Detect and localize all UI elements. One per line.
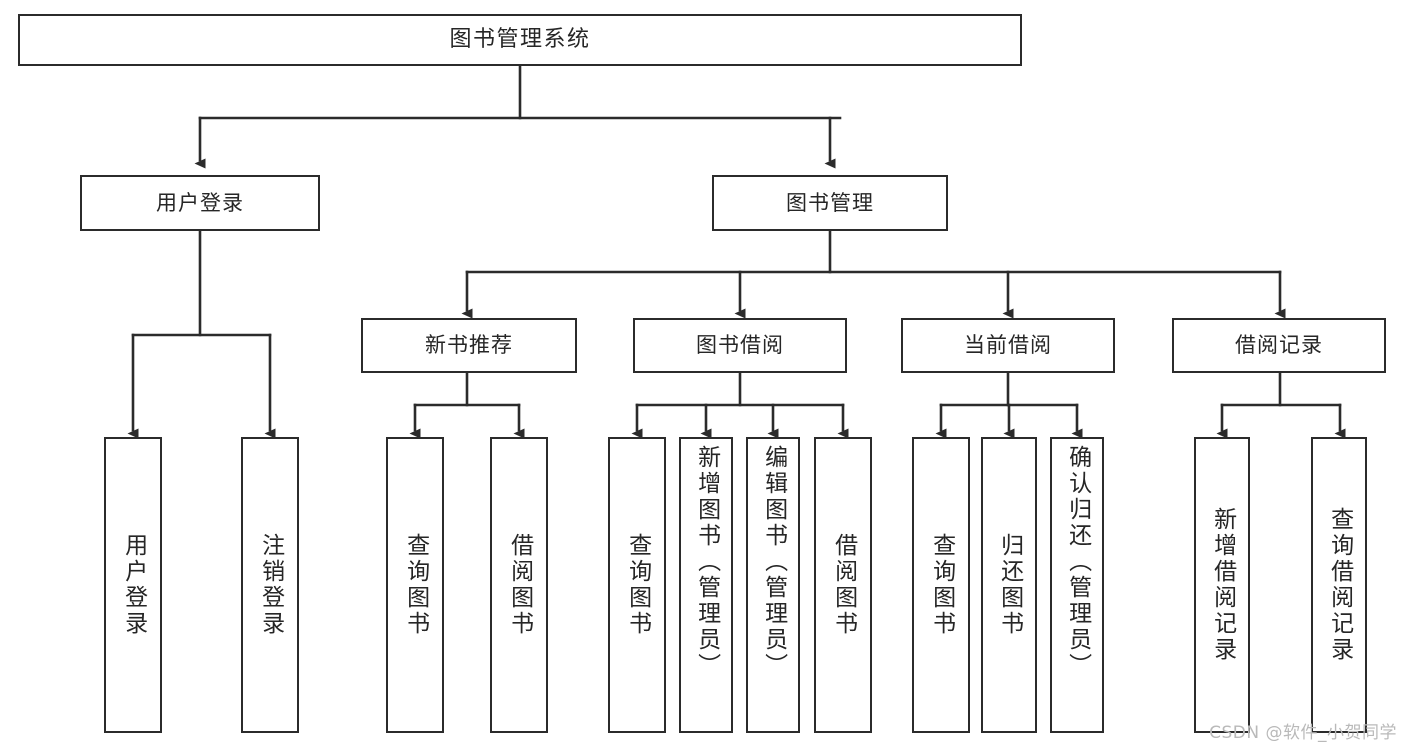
leaf-query-borrow-record[interactable]: 查询借阅记录	[1311, 437, 1367, 733]
leaf-query-book-current[interactable]: 查询图书	[912, 437, 970, 733]
leaf-edit-book-admin[interactable]: 编辑图书（管理员）	[746, 437, 800, 733]
node-label: 借阅图书	[830, 533, 857, 637]
leaf-logout[interactable]: 注销登录	[241, 437, 299, 733]
leaf-borrow-book[interactable]: 借阅图书	[814, 437, 872, 733]
node-label: 编辑图书（管理员）	[760, 445, 787, 679]
leaf-user-login[interactable]: 用户登录	[104, 437, 162, 733]
node-label: 借阅记录	[1235, 333, 1323, 357]
leaf-add-book-admin[interactable]: 新增图书（管理员）	[679, 437, 733, 733]
node-label: 确认归还（管理员）	[1064, 445, 1091, 679]
leaf-return-book[interactable]: 归还图书	[981, 437, 1037, 733]
node-book-borrow[interactable]: 图书借阅	[633, 318, 847, 373]
node-book-management[interactable]: 图书管理	[712, 175, 948, 231]
leaf-query-book-recommend[interactable]: 查询图书	[386, 437, 444, 733]
node-label: 图书借阅	[696, 333, 784, 357]
node-label: 归还图书	[996, 533, 1023, 637]
node-label: 新增图书（管理员）	[693, 445, 720, 679]
node-label: 查询图书	[928, 533, 955, 637]
node-label: 新增借阅记录	[1209, 507, 1236, 663]
node-label: 用户登录	[156, 190, 244, 215]
node-label: 图书管理系统	[449, 27, 591, 52]
node-label: 查询图书	[624, 533, 651, 637]
leaf-borrow-book-recommend[interactable]: 借阅图书	[490, 437, 548, 733]
node-new-book-recommend[interactable]: 新书推荐	[361, 318, 577, 373]
node-label: 查询借阅记录	[1326, 507, 1353, 663]
node-book-management-system[interactable]: 图书管理系统	[18, 14, 1022, 66]
leaf-confirm-return-admin[interactable]: 确认归还（管理员）	[1050, 437, 1104, 733]
node-label: 查询图书	[402, 533, 429, 637]
node-label: 注销登录	[257, 533, 284, 637]
node-label: 用户登录	[120, 533, 147, 637]
node-current-borrow[interactable]: 当前借阅	[901, 318, 1115, 373]
node-label: 当前借阅	[964, 333, 1052, 357]
node-label: 图书管理	[786, 190, 874, 215]
node-label: 借阅图书	[506, 533, 533, 637]
node-label: 新书推荐	[425, 333, 513, 357]
node-user-login[interactable]: 用户登录	[80, 175, 320, 231]
leaf-query-book-borrow[interactable]: 查询图书	[608, 437, 666, 733]
node-borrow-records[interactable]: 借阅记录	[1172, 318, 1386, 373]
leaf-add-borrow-record[interactable]: 新增借阅记录	[1194, 437, 1250, 733]
